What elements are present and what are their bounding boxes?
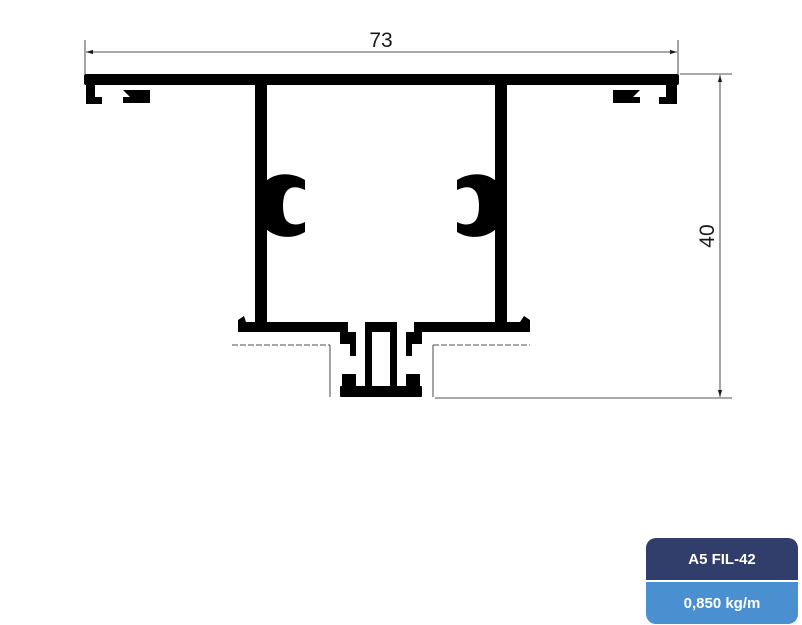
width-dimension-label: 73 <box>369 29 392 52</box>
profile-section <box>84 74 679 397</box>
product-code: A5 FIL-42 <box>688 550 756 568</box>
product-weight: 0,850 kg/m <box>683 594 761 612</box>
width-dimension: 73 <box>84 29 679 74</box>
height-dimension-label: 40 <box>696 224 719 247</box>
height-dimension: 40 <box>435 73 732 399</box>
reference-lines <box>232 344 530 397</box>
product-weight-badge: 0,850 kg/m <box>646 582 798 624</box>
product-code-badge: A5 FIL-42 <box>646 538 798 580</box>
